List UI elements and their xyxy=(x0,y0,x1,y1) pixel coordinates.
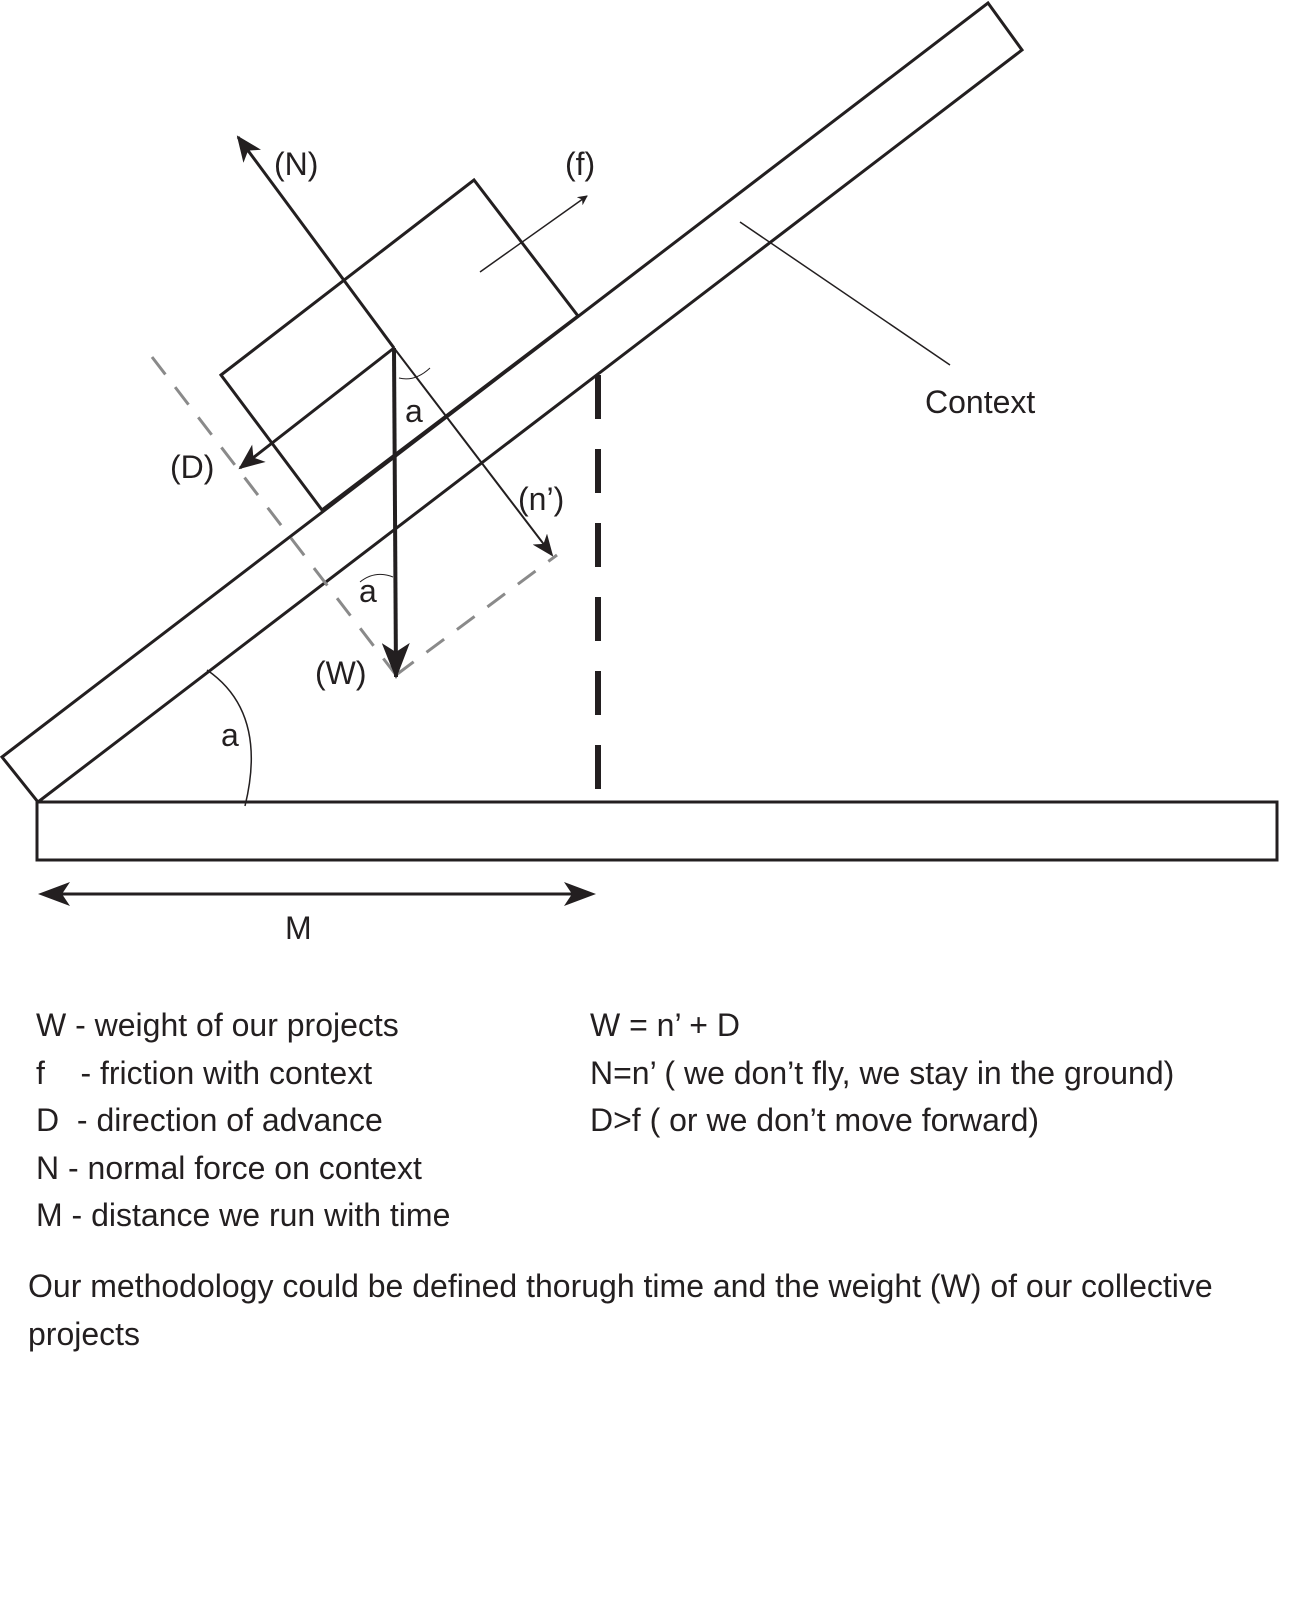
label-normal-component: (n’) xyxy=(518,481,564,517)
definitions-legend: W - weight of our projects f - friction … xyxy=(36,1002,450,1240)
dashed-guide-left xyxy=(150,356,398,676)
methodology-note: Our methodology could be defined thorugh… xyxy=(28,1268,1213,1352)
distance-arrow-left-head xyxy=(38,882,70,906)
label-friction: (f) xyxy=(565,146,595,182)
project-block xyxy=(218,177,581,513)
equation-weight: W = n’ + D xyxy=(590,1007,740,1043)
context-pointer-line xyxy=(739,221,951,366)
definition-distance: M - distance we run with time xyxy=(36,1197,451,1233)
label-angle-mid: a xyxy=(359,573,377,609)
weight-arrow xyxy=(381,347,410,679)
equation-normal: N=n’ ( we don’t fly, we stay in the grou… xyxy=(590,1054,1175,1091)
angle-arc-top xyxy=(398,367,431,380)
label-angle-top: a xyxy=(405,393,423,429)
definition-weight: W - weight of our projects xyxy=(36,1007,399,1043)
label-weight: (W) xyxy=(315,655,367,691)
ground-bar xyxy=(35,800,1279,862)
definition-direction: D - direction of advance xyxy=(36,1102,383,1138)
angle-arc-base xyxy=(206,669,252,807)
label-context: Context xyxy=(925,384,1035,420)
equation-direction: D>f ( or we don’t move forward) xyxy=(590,1102,1040,1138)
inclined-plank xyxy=(0,0,1025,805)
label-normal: (N) xyxy=(274,146,318,182)
normal-force-arrow xyxy=(236,135,396,349)
definition-friction: f - friction with context xyxy=(36,1054,373,1091)
label-distance: M xyxy=(285,910,312,946)
angle-arc-mid xyxy=(359,573,394,583)
equations-legend: W = n’ + D N=n’ ( we don’t fly, we stay … xyxy=(590,1002,1174,1145)
dashed-guide-right xyxy=(395,553,558,677)
distance-arrow-right-head xyxy=(564,882,596,906)
normal-component-arrow xyxy=(393,347,554,557)
friction-arrow xyxy=(479,195,588,273)
direction-arrow xyxy=(238,346,395,470)
definition-normal: N - normal force on context xyxy=(36,1149,422,1186)
label-angle-base: a xyxy=(221,717,239,753)
label-direction: (D) xyxy=(170,449,214,485)
inclined-plane-diagram: (N) (f) (D) (n’) (W) a a a Context M xyxy=(0,0,1279,946)
